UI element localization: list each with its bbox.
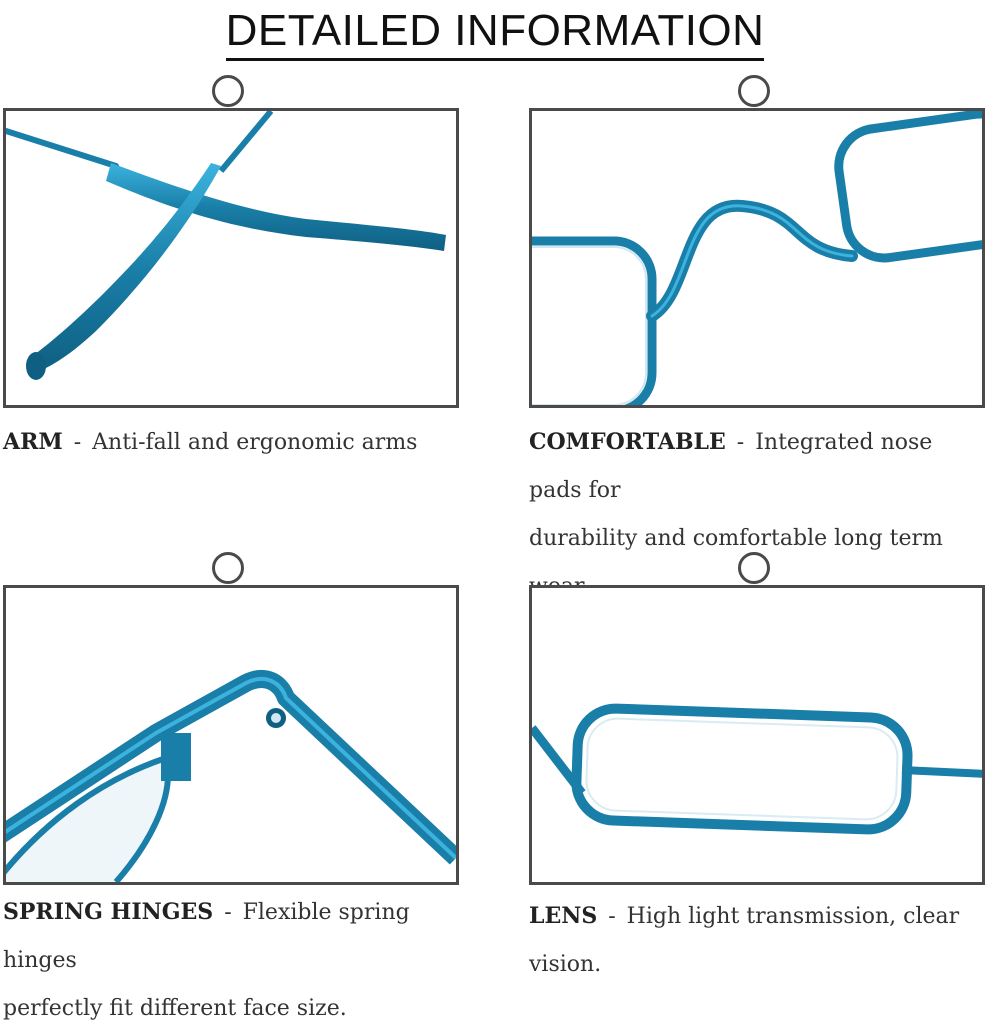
glasses-arm-image: [6, 111, 446, 380]
lens-image: [532, 703, 982, 835]
pin-circle-icon: [738, 552, 770, 584]
arm-description: Anti-fall and ergonomic arms: [92, 430, 418, 455]
page-title: DETAILED INFORMATION: [0, 6, 990, 61]
arm-separator: -: [66, 430, 89, 455]
spring-hinges-description-line1: Flexible spring hinges: [3, 900, 410, 973]
comfortable-description-line1: Integrated nose pads for: [529, 430, 933, 503]
spring-hinges-description-line2: perfectly fit different face size.: [3, 996, 347, 1021]
lens-description: High light transmission, clear vision.: [529, 904, 960, 977]
lens-heading: LENS: [529, 903, 598, 929]
nose-bridge-image: [532, 111, 982, 405]
arm-detail-panel: [3, 75, 459, 408]
spring-hinges-separator: -: [217, 900, 239, 925]
pin-circle-icon: [212, 552, 244, 584]
pin-circle-icon: [212, 75, 244, 107]
lens-caption: LENS - High light transmission, clear vi…: [529, 892, 989, 989]
comfortable-separator: -: [729, 430, 752, 455]
lens-detail-panel: [529, 552, 985, 885]
spring-hinges-detail-panel: [3, 552, 459, 885]
spring-hinge-image: [6, 670, 456, 882]
comfortable-heading: COMFORTABLE: [529, 429, 726, 455]
lens-separator: -: [601, 904, 623, 929]
spring-hinges-heading: SPRING HINGES: [3, 899, 214, 925]
spring-hinges-caption: SPRING HINGES - Flexible spring hinges p…: [3, 888, 473, 1033]
page-title-text: DETAILED INFORMATION: [225, 6, 765, 61]
arm-heading: ARM: [3, 429, 63, 455]
pin-circle-icon: [738, 75, 770, 107]
comfortable-detail-panel: [529, 75, 985, 408]
arm-caption: ARM - Anti-fall and ergonomic arms: [3, 418, 473, 467]
